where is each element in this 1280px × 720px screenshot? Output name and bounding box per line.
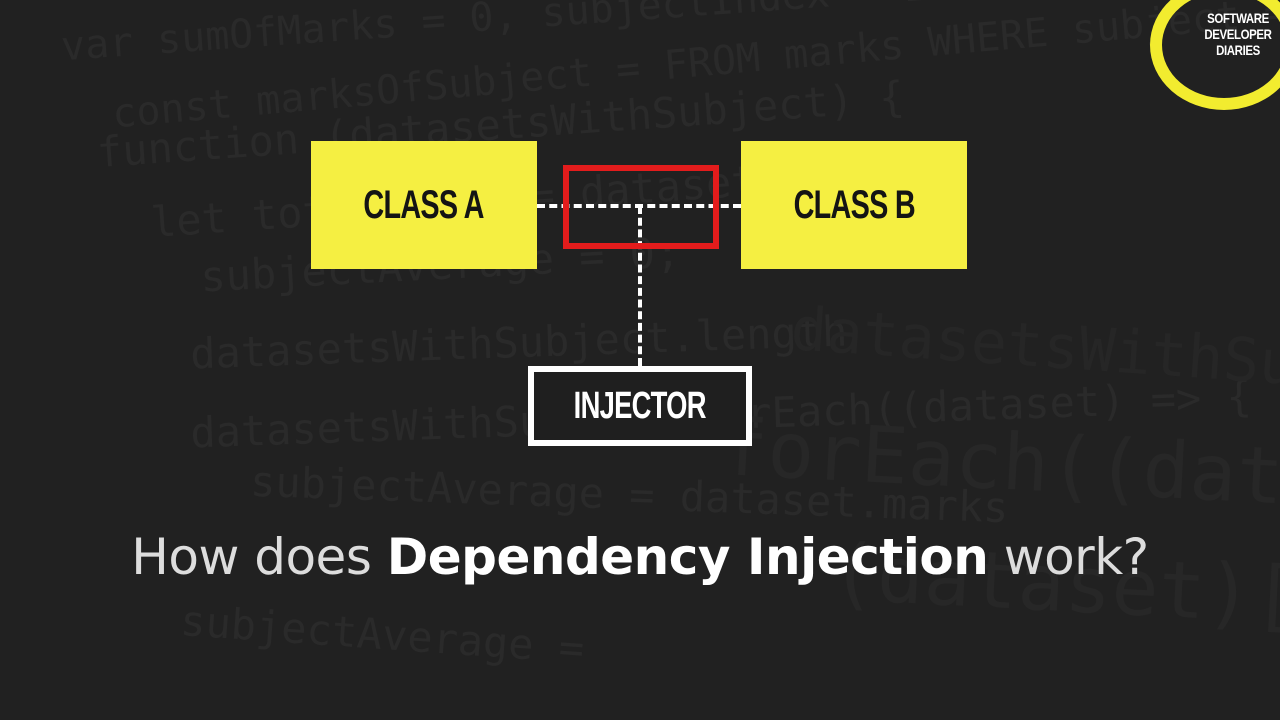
dependency-highlight (563, 165, 719, 249)
caption-suffix: work? (988, 528, 1150, 586)
logo-text: SOFTWARE DEVELOPER DIARIES (1199, 10, 1278, 58)
code-line: subjectAverage = (178, 595, 586, 674)
logo-line-3: DIARIES (1216, 42, 1260, 58)
software-developer-diaries-logo: SOFTWARE DEVELOPER DIARIES (1150, 0, 1280, 120)
logo-line-2: DEVELOPER (1204, 26, 1272, 42)
logo-line-1: SOFTWARE (1207, 10, 1269, 26)
class-b-label: CLASS B (793, 182, 915, 227)
injector-label: INJECTOR (573, 384, 707, 427)
class-b-box: CLASS B (741, 141, 967, 269)
class-a-box: CLASS A (311, 141, 537, 269)
injector-box: INJECTOR (528, 366, 752, 446)
class-a-label: CLASS A (363, 182, 485, 227)
caption-emphasis: Dependency Injection (386, 528, 989, 586)
slide-caption: How does Dependency Injection work? (0, 528, 1280, 586)
injector-connector (638, 206, 642, 366)
caption-prefix: How does (131, 528, 387, 586)
